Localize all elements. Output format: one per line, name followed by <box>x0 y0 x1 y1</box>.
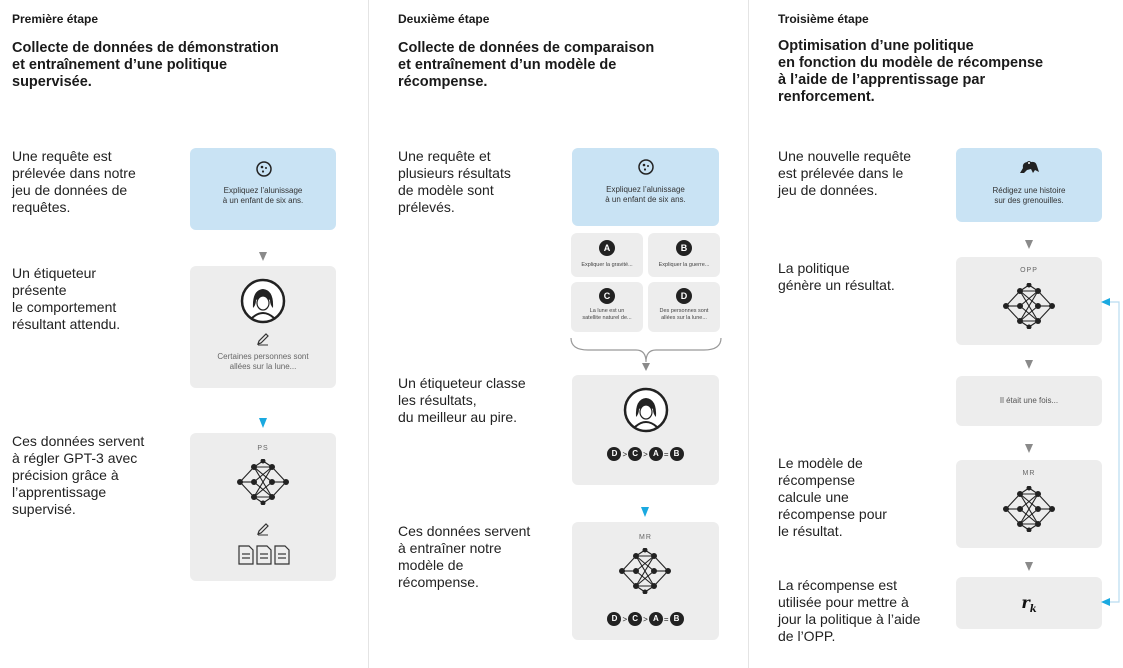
output-letter-c: C <box>599 287 615 304</box>
flow-arrow <box>259 252 267 261</box>
step3-prompt-text: Rédigez une histoire sur des grenouilles… <box>992 186 1066 205</box>
feedback-loop-arrow <box>1101 298 1120 606</box>
step3-desc-reward: Le modèle de récompense calcule une réco… <box>778 455 887 539</box>
neural-network-icon <box>237 459 289 505</box>
rank-operator: > <box>643 449 648 459</box>
rank-item: A <box>648 447 663 461</box>
step1-demo-card: Certaines personnes sont allées sur la l… <box>190 266 336 388</box>
step2-desc-sample: Une requête et plusieurs résultats de mo… <box>398 148 511 215</box>
step1-desc-labeler: Un étiqueteur présente le comportement r… <box>12 265 121 332</box>
output-text-b: Expliquer la guerre... <box>658 262 710 268</box>
rank-operator: > <box>622 449 628 459</box>
step1-prompt-text: Expliquez l’alunissage à un enfant de si… <box>222 186 304 205</box>
step2-model-label: MR <box>639 534 652 541</box>
output-text-c: La lune est un satellite naturel de... <box>582 308 632 321</box>
rank-operator: > <box>643 614 648 624</box>
step2-title: Collecte de données de comparaison et en… <box>398 40 655 90</box>
step3-desc-policy: La politique génère un résultat. <box>778 260 895 293</box>
step1-desc-prompt: Une requête est prélevée dans notre jeu … <box>12 148 136 215</box>
pencil-icon <box>257 333 269 346</box>
step3-output-card: Il était une fois... <box>956 376 1102 426</box>
column-divider <box>748 0 749 668</box>
rank-item: C <box>628 447 643 461</box>
rank-item: C <box>628 612 643 626</box>
rank-item: A <box>648 612 663 626</box>
rank-item: D <box>607 447 622 461</box>
output-card-a: A Expliquer la gravité... <box>571 233 643 277</box>
labeler-avatar-icon <box>623 387 669 433</box>
flow-arrow <box>1025 240 1033 249</box>
output-text-a: Expliquer la gravité... <box>581 262 633 268</box>
step3-prompt-card: Rédigez une histoire sur des grenouilles… <box>956 148 1102 222</box>
rank-operator: = <box>663 614 669 624</box>
step1-prompt-card: Expliquez l’alunissage à un enfant de si… <box>190 148 336 230</box>
rank-item: B <box>669 612 684 626</box>
flow-arrow <box>1025 562 1033 571</box>
step2-desc-train: Ces données servent à entraîner notre mo… <box>398 523 531 590</box>
step3-output-text: Il était une fois... <box>999 396 1059 405</box>
reward-value: rk <box>956 593 1102 615</box>
neural-network-icon <box>619 548 671 594</box>
step1-label: Première étape <box>12 12 99 26</box>
reward-subscript: k <box>1029 604 1037 616</box>
output-card-c: C La lune est un satellite naturel de... <box>571 282 643 332</box>
merge-bracket <box>570 337 722 371</box>
labeler-avatar-icon <box>240 278 286 324</box>
step2-reward-model-card: MR D > C > A = B <box>572 522 719 640</box>
step2-ranking-card: D > C > A = B <box>572 375 719 485</box>
rank-operator: = <box>663 449 669 459</box>
step3-policy-card: OPP <box>956 257 1102 345</box>
flow-arrow <box>1025 444 1033 453</box>
rank-item: B <box>669 447 684 461</box>
moon-icon <box>256 161 272 177</box>
output-letter-a: A <box>599 239 615 256</box>
rank-item: D <box>607 612 622 626</box>
documents-icon <box>238 545 290 565</box>
step1-title: Collecte de données de démonstration et … <box>12 40 279 90</box>
step3-reward-model-card: MR <box>956 460 1102 548</box>
step2-label: Deuxième étape <box>398 12 490 26</box>
step3-label: Troisième étape <box>778 12 869 26</box>
step2-prompt-text: Expliquez l’alunissage à un enfant de si… <box>605 185 686 204</box>
reward-symbol: r <box>1021 593 1030 612</box>
output-card-d: D Des personnes sont allées sur la lune.… <box>648 282 720 332</box>
column-divider <box>368 0 369 668</box>
pencil-icon <box>257 523 269 536</box>
step2-desc-rank: Un étiqueteur classe les résultats, du m… <box>398 375 526 425</box>
step3-desc-update: La récompense est utilisée pour mettre à… <box>778 577 921 644</box>
rank-operator: > <box>622 614 628 624</box>
flow-arrow <box>1025 360 1033 369</box>
output-card-b: B Expliquer la guerre... <box>648 233 720 277</box>
ranking-row: D > C > A = B <box>572 445 719 463</box>
step1-model-label: PS <box>257 445 269 452</box>
step3-model-label: MR <box>1022 470 1036 477</box>
output-letter-b: B <box>676 239 692 256</box>
step3-title: Optimisation d’une politique en fonction… <box>778 38 1044 105</box>
moon-icon <box>638 159 654 175</box>
output-text-d: Des personnes sont allées sur la lune... <box>659 308 709 321</box>
neural-network-icon <box>1003 486 1055 532</box>
frog-icon <box>1020 161 1039 173</box>
neural-network-icon <box>1003 283 1055 329</box>
flow-arrow-accent <box>259 418 267 428</box>
step3-policy-label: OPP <box>1020 267 1038 274</box>
ranking-row: D > C > A = B <box>572 610 719 628</box>
step1-demo-text: Certaines personnes sont allées sur la l… <box>217 352 309 371</box>
step2-prompt-card: Expliquez l’alunissage à un enfant de si… <box>572 148 719 226</box>
step1-model-card: PS <box>190 433 336 581</box>
flow-arrow-accent <box>641 507 649 517</box>
output-letter-d: D <box>676 287 692 304</box>
step3-desc-sample: Une nouvelle requête est prélevée dans l… <box>778 148 912 198</box>
step1-desc-finetune: Ces données servent à régler GPT-3 avec … <box>12 433 145 517</box>
step3-reward-card: rk <box>956 577 1102 629</box>
